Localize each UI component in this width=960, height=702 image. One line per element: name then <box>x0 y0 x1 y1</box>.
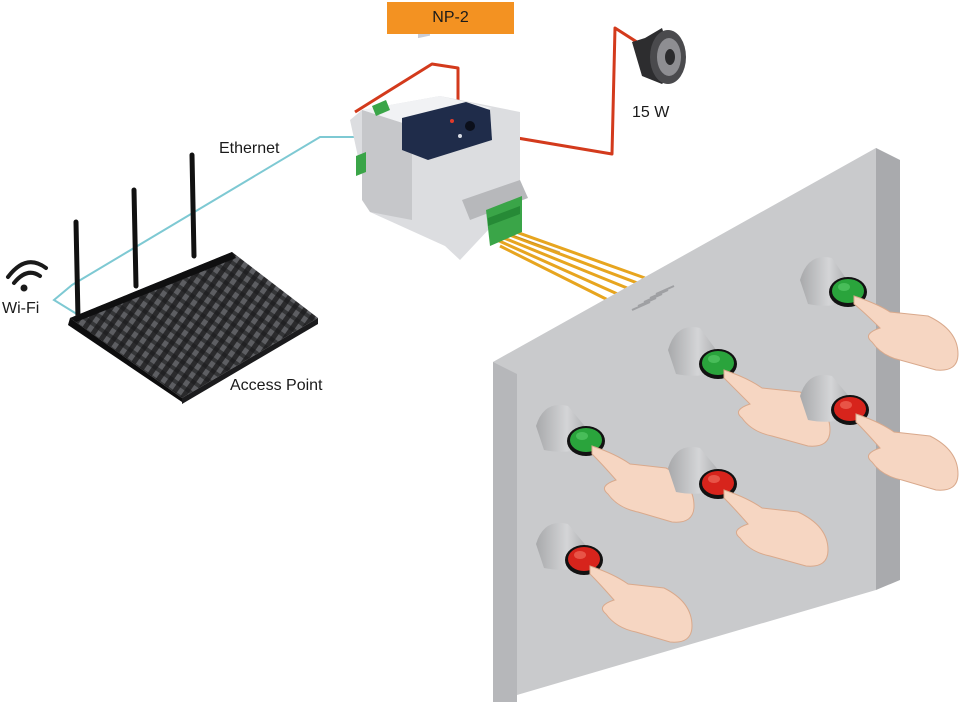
hand-2 <box>723 369 831 447</box>
device-label-text: NP-2 <box>432 9 469 26</box>
wifi-icon <box>6 260 48 292</box>
hand-5 <box>723 489 829 567</box>
hand-6 <box>589 565 693 643</box>
device-label-np2: NP-2 <box>387 2 514 34</box>
ethernet-label: Ethernet <box>219 140 280 157</box>
router-icon <box>68 152 318 404</box>
hand-1 <box>853 295 959 371</box>
wifi-label: Wi-Fi <box>2 300 40 317</box>
speaker-icon <box>632 28 686 84</box>
ethernet-cable <box>52 136 354 317</box>
hand-3 <box>855 413 959 491</box>
push-button-red-3 <box>536 522 603 575</box>
access-point-label: Access Point <box>230 377 323 394</box>
hand-4 <box>591 445 695 523</box>
wire-entry-slots <box>631 285 675 311</box>
speaker-power-label: 15 W <box>632 104 670 121</box>
np2-device <box>350 28 528 260</box>
